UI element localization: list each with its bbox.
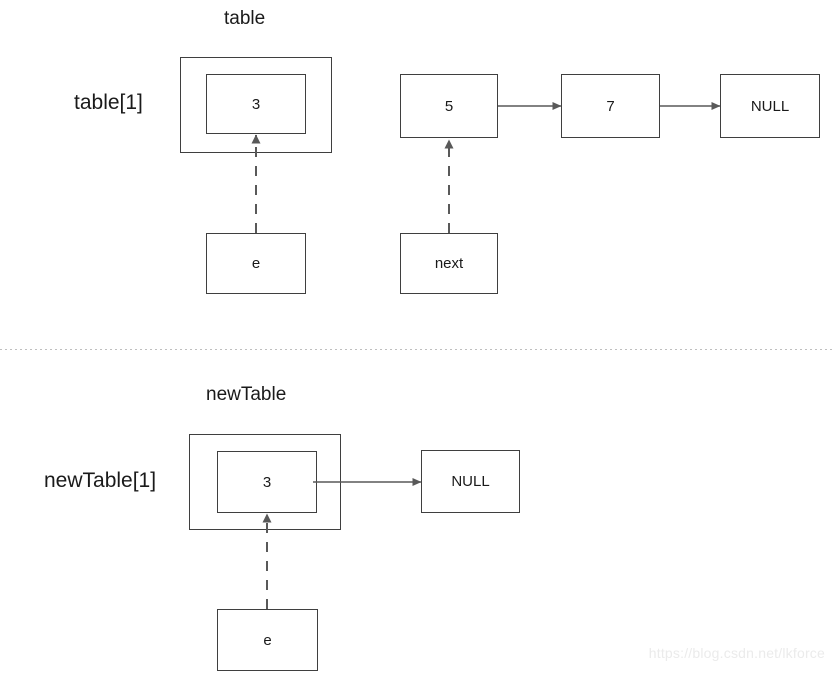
top-diagram-title: table (224, 8, 266, 29)
top-pointer-box-next: next (400, 233, 498, 294)
bottom-pointer-box-e: e (217, 609, 318, 671)
bottom-diagram-title: newTable (206, 384, 287, 405)
top-pointer-box-e: e (206, 233, 306, 294)
newtable-node-3: 3 (217, 451, 317, 513)
table-node-3: 3 (206, 74, 306, 134)
newtable-slot-label: newTable[1] (44, 469, 157, 492)
list-node-null: NULL (720, 74, 820, 138)
newtable-node-null: NULL (421, 450, 520, 513)
list-node-5: 5 (400, 74, 498, 138)
watermark: https://blog.csdn.net/lkforce (648, 645, 825, 661)
list-node-7: 7 (561, 74, 660, 138)
table-slot-label: table[1] (74, 91, 143, 114)
